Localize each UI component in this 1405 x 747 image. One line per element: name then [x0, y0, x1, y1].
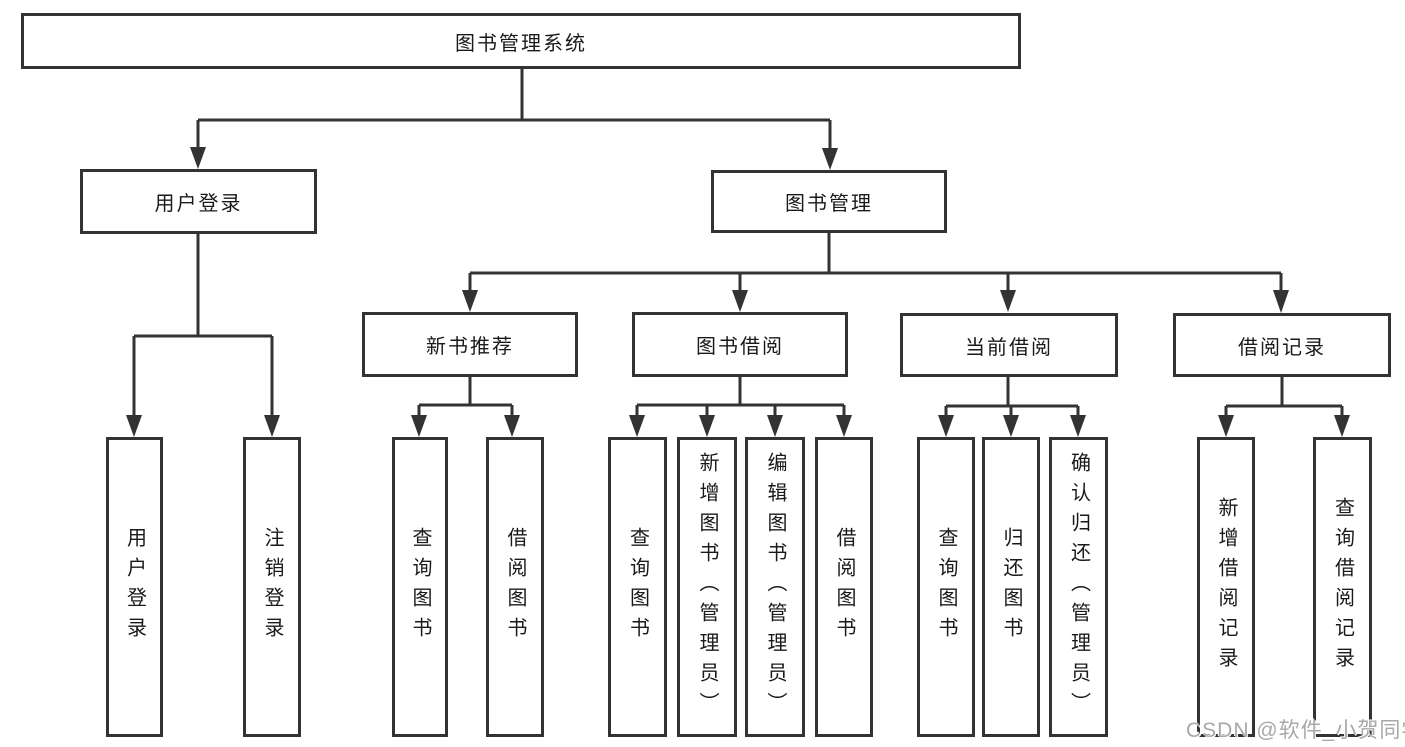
node-book-management: 图书管理 — [711, 170, 947, 233]
edge-book-mgmt — [468, 233, 1283, 292]
leaf-query-books-recommend: 查询图书 — [392, 437, 448, 737]
node-label: 图书管理 — [785, 193, 873, 215]
leaf-add-borrow-record: 新增借阅记录 — [1197, 437, 1255, 737]
node-label: 注销登录 — [261, 527, 283, 647]
node-label: 图书管理系统 — [455, 32, 587, 55]
leaf-query-borrow-record: 查询借阅记录 — [1313, 437, 1372, 737]
node-label: 新书推荐 — [426, 336, 514, 358]
edge-book-mgmt-arrows — [462, 290, 1289, 313]
node-label: 查询图书 — [626, 527, 649, 647]
node-label: 图书借阅 — [696, 336, 784, 358]
node-new-book-recommend: 新书推荐 — [362, 312, 578, 377]
edge-current-borrow — [944, 377, 1080, 417]
leaf-borrow-books-recommend: 借阅图书 — [486, 437, 544, 737]
node-label: 借阅图书 — [833, 527, 855, 647]
node-label: 新增借阅记录 — [1215, 497, 1237, 677]
node-current-borrow: 当前借阅 — [900, 313, 1118, 377]
node-borrow-records: 借阅记录 — [1173, 313, 1391, 377]
leaf-user-login: 用户登录 — [106, 437, 163, 737]
node-label: 用户登录 — [154, 193, 243, 215]
node-label: 查询图书 — [409, 527, 431, 647]
leaf-add-books-admin: 新增图书（管理员） — [677, 437, 737, 737]
edge-user-login-arrows — [126, 415, 280, 437]
node-book-borrow: 图书借阅 — [632, 312, 848, 377]
edge-book-borrow — [635, 377, 846, 417]
leaf-query-books-borrow: 查询图书 — [608, 437, 667, 737]
node-label: 借阅图书 — [504, 527, 526, 647]
node-root-system: 图书管理系统 — [21, 13, 1021, 69]
node-label: 用户登录 — [123, 527, 146, 647]
edge-new-book — [417, 377, 514, 417]
edge-borrow-records — [1224, 377, 1344, 417]
leaf-confirm-return-admin: 确认归还（管理员） — [1049, 437, 1108, 737]
node-label: 编辑图书（管理员） — [764, 452, 786, 722]
edge-borrow-records-arrows — [1218, 415, 1350, 437]
leaf-logout: 注销登录 — [243, 437, 301, 737]
csdn-watermark: CSDN @软件_小贺同学 — [1186, 719, 1405, 742]
node-label: 查询图书 — [935, 527, 957, 647]
edge-root — [196, 69, 832, 150]
node-label: 查询借阅记录 — [1331, 497, 1354, 677]
node-label: 归还图书 — [1000, 527, 1022, 647]
edge-user-login — [132, 234, 274, 417]
leaf-query-books-current: 查询图书 — [917, 437, 975, 737]
node-label: 当前借阅 — [965, 336, 1053, 359]
leaf-edit-books-admin: 编辑图书（管理员） — [745, 437, 805, 737]
edge-current-borrow-arrows — [938, 415, 1086, 437]
edge-root-arrows — [190, 147, 838, 170]
edge-book-borrow-arrows — [629, 415, 852, 437]
edge-new-book-arrows — [411, 415, 520, 437]
node-label: 确认归还（管理员） — [1067, 452, 1090, 722]
leaf-return-books: 归还图书 — [982, 437, 1040, 737]
leaf-borrow-books: 借阅图书 — [815, 437, 873, 737]
node-label: 新增图书（管理员） — [696, 452, 718, 722]
node-user-login: 用户登录 — [80, 169, 317, 234]
node-label: 借阅记录 — [1238, 336, 1326, 359]
